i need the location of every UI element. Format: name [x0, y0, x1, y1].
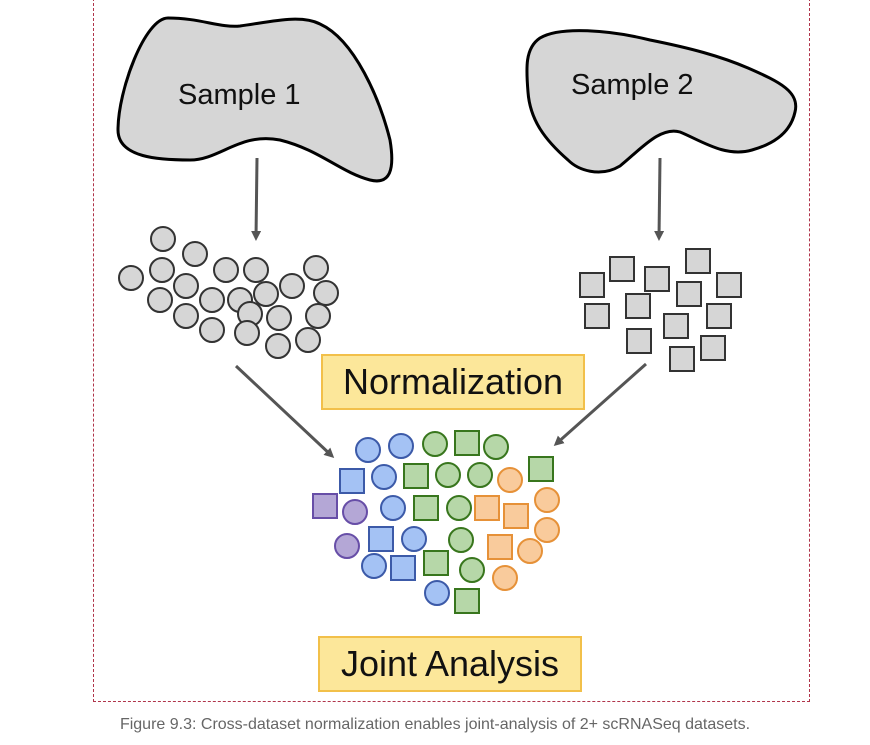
joint-cell [371, 464, 397, 490]
joint-cell [342, 499, 368, 525]
figure-frame [93, 0, 810, 702]
sample1-cell [253, 281, 279, 307]
sample1-cell [303, 255, 329, 281]
sample2-cell [669, 346, 695, 372]
sample1-cell [295, 327, 321, 353]
figure-caption: Figure 9.3: Cross-dataset normalization … [119, 716, 751, 733]
arrow-left-to-joint [234, 364, 335, 459]
sample1-cell [234, 320, 260, 346]
sample1-cell [279, 273, 305, 299]
sample1-cell [243, 257, 269, 283]
sample1-cell [199, 287, 225, 313]
sample1-cell [199, 317, 225, 343]
sample1-label: Sample 1 [178, 79, 301, 111]
joint-cell [312, 493, 338, 519]
normalization-label: Normalization [321, 354, 585, 410]
joint-cell [483, 434, 509, 460]
sample1-cell [265, 333, 291, 359]
joint-cell [390, 555, 416, 581]
joint-cell [403, 463, 429, 489]
joint-cell [334, 533, 360, 559]
joint-cell [517, 538, 543, 564]
sample1-blob [116, 16, 394, 183]
sample2-cell [579, 272, 605, 298]
joint-cell [423, 550, 449, 576]
joint-cell [454, 430, 480, 456]
joint-cell [534, 487, 560, 513]
sample2-blob [525, 29, 798, 174]
sample2-cell [685, 248, 711, 274]
sample2-cell [625, 293, 651, 319]
sample2-cell [716, 272, 742, 298]
joint-cell [534, 517, 560, 543]
joint-cell [339, 468, 365, 494]
sample2-cell [584, 303, 610, 329]
joint-cell [361, 553, 387, 579]
sample2-cell [700, 335, 726, 361]
sample2-label: Sample 2 [571, 69, 694, 101]
joint-cell [459, 557, 485, 583]
joint-cell [355, 437, 381, 463]
joint-cell [503, 503, 529, 529]
joint-cell [380, 495, 406, 521]
joint-cell [401, 526, 427, 552]
joint-cell [474, 495, 500, 521]
joint-cell [497, 467, 523, 493]
sample1-cell [149, 257, 175, 283]
joint-cell [422, 431, 448, 457]
sample1-cell [118, 265, 144, 291]
sample2-cell [609, 256, 635, 282]
sample1-cell [147, 287, 173, 313]
joint-analysis-label: Joint Analysis [318, 636, 582, 692]
sample2-cell [663, 313, 689, 339]
joint-cell [424, 580, 450, 606]
joint-cell [467, 462, 493, 488]
arrow-sample2-down [654, 157, 665, 241]
arrow-right-to-joint [553, 362, 647, 446]
arrow-sample1-down [251, 157, 262, 241]
sample2-cell [626, 328, 652, 354]
joint-cell [388, 433, 414, 459]
joint-cell [528, 456, 554, 482]
sample1-cell [213, 257, 239, 283]
sample2-cell [644, 266, 670, 292]
sample1-cell [150, 226, 176, 252]
joint-cell [487, 534, 513, 560]
joint-cell [454, 588, 480, 614]
sample2-cell [676, 281, 702, 307]
sample1-cell [173, 273, 199, 299]
joint-cell [435, 462, 461, 488]
sample1-cell [182, 241, 208, 267]
joint-cell [413, 495, 439, 521]
sample2-cell [706, 303, 732, 329]
joint-cell [448, 527, 474, 553]
sample1-cell [313, 280, 339, 306]
joint-cell [492, 565, 518, 591]
sample1-cell [305, 303, 331, 329]
joint-cell [368, 526, 394, 552]
joint-cell [446, 495, 472, 521]
sample1-cell [173, 303, 199, 329]
sample1-cell [266, 305, 292, 331]
